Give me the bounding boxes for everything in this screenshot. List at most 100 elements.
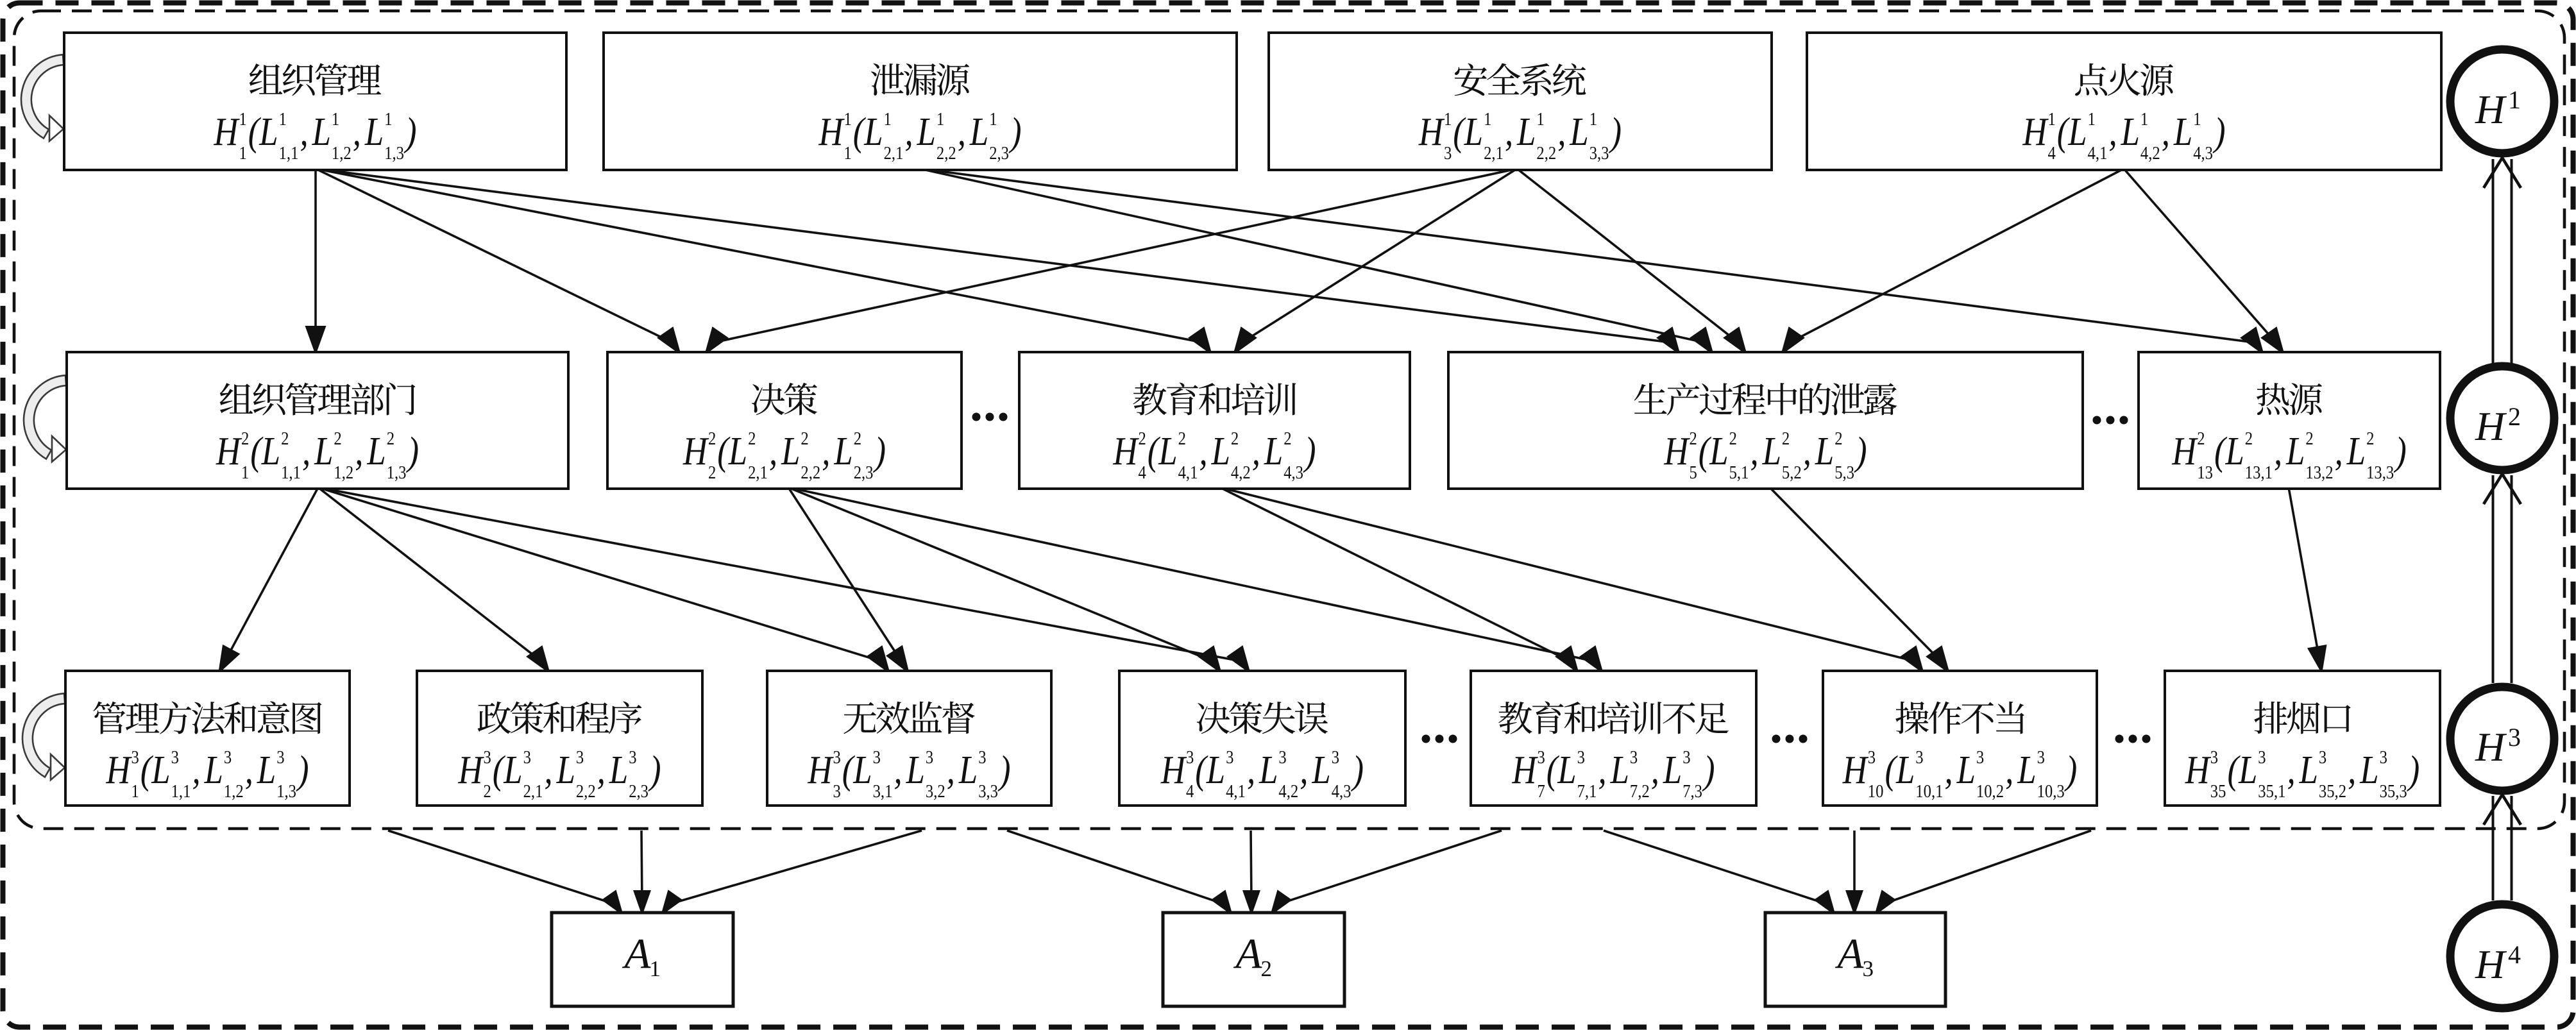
svg-text:2,2: 2,2 bbox=[936, 142, 956, 163]
svg-text:,: , bbox=[2109, 110, 2117, 154]
svg-text:4,2: 4,2 bbox=[1231, 462, 1251, 482]
svg-text:,: , bbox=[597, 748, 606, 792]
svg-text:H: H bbox=[2475, 87, 2507, 132]
svg-text:(: ( bbox=[2214, 430, 2228, 473]
svg-text:2: 2 bbox=[854, 428, 861, 448]
svg-text:,: , bbox=[2335, 430, 2343, 473]
svg-text:L: L bbox=[1815, 430, 1834, 473]
svg-text:1: 1 bbox=[936, 108, 944, 129]
svg-text:4,3: 4,3 bbox=[1332, 781, 1352, 801]
svg-text:2: 2 bbox=[2366, 428, 2374, 448]
svg-text:L: L bbox=[1516, 110, 1536, 154]
svg-text:10,2: 10,2 bbox=[1976, 781, 2004, 801]
svg-text:H: H bbox=[2171, 430, 2198, 473]
svg-text:): ) bbox=[2212, 110, 2225, 154]
svg-text:3: 3 bbox=[978, 747, 986, 767]
svg-text:(: ( bbox=[1195, 748, 1208, 792]
svg-text:5,3: 5,3 bbox=[1835, 462, 1854, 482]
svg-text:3: 3 bbox=[1444, 142, 1452, 163]
svg-text:,: , bbox=[1505, 110, 1513, 154]
svg-text:L: L bbox=[852, 748, 872, 792]
svg-text:3: 3 bbox=[1538, 747, 1545, 767]
svg-text:1: 1 bbox=[989, 108, 997, 129]
svg-text:L: L bbox=[2299, 748, 2318, 792]
svg-text:L: L bbox=[314, 430, 333, 473]
svg-text:1: 1 bbox=[2048, 108, 2056, 129]
svg-text:,: , bbox=[1557, 110, 1566, 154]
svg-text:2: 2 bbox=[708, 462, 716, 482]
svg-text:3,1: 3,1 bbox=[873, 781, 893, 801]
svg-text:L: L bbox=[2359, 748, 2378, 792]
svg-text:,: , bbox=[822, 430, 830, 473]
svg-text:1,3: 1,3 bbox=[384, 142, 404, 163]
svg-text:1,2: 1,2 bbox=[224, 781, 244, 801]
svg-text:1,1: 1,1 bbox=[279, 142, 299, 163]
svg-text:(: ( bbox=[1885, 748, 1899, 792]
svg-text:1: 1 bbox=[131, 781, 139, 801]
svg-text:,: , bbox=[1598, 748, 1607, 792]
svg-text:2,3: 2,3 bbox=[629, 781, 648, 801]
svg-text:): ) bbox=[403, 110, 416, 154]
svg-text:5,2: 5,2 bbox=[1782, 462, 1802, 482]
svg-text:L: L bbox=[1211, 430, 1230, 473]
svg-text:10,3: 10,3 bbox=[2037, 781, 2065, 801]
svg-text:(: ( bbox=[250, 430, 264, 473]
svg-text:2: 2 bbox=[1231, 428, 1239, 448]
svg-text:L: L bbox=[2067, 110, 2087, 154]
svg-text:): ) bbox=[873, 430, 886, 473]
svg-text:13,1: 13,1 bbox=[2245, 462, 2273, 482]
svg-text:H: H bbox=[216, 430, 242, 473]
svg-text:H: H bbox=[2475, 941, 2507, 987]
svg-text:,: , bbox=[353, 110, 361, 154]
svg-text:3: 3 bbox=[523, 747, 531, 767]
svg-text:,: , bbox=[355, 430, 363, 473]
svg-text:,: , bbox=[1300, 748, 1308, 792]
svg-text:1: 1 bbox=[241, 462, 249, 482]
svg-text:3: 3 bbox=[1863, 956, 1874, 981]
svg-text:10,1: 10,1 bbox=[1915, 781, 1943, 801]
svg-text:L: L bbox=[1956, 748, 1976, 792]
svg-text:1: 1 bbox=[2193, 108, 2201, 129]
svg-text:4,3: 4,3 bbox=[1284, 462, 1303, 482]
svg-text:3: 3 bbox=[576, 747, 584, 767]
svg-text:L: L bbox=[261, 430, 280, 473]
svg-text:7,3: 7,3 bbox=[1682, 781, 1702, 801]
svg-text:3: 3 bbox=[171, 747, 179, 767]
svg-text:10: 10 bbox=[1868, 781, 1884, 801]
svg-text:(: ( bbox=[493, 748, 506, 792]
svg-text:L: L bbox=[2173, 110, 2192, 154]
svg-text:L: L bbox=[969, 110, 988, 154]
svg-text:3: 3 bbox=[1630, 747, 1638, 767]
svg-text:5,1: 5,1 bbox=[1729, 462, 1749, 482]
svg-text:1,2: 1,2 bbox=[334, 462, 353, 482]
svg-text:): ) bbox=[1854, 430, 1867, 473]
svg-text:1: 1 bbox=[332, 108, 339, 129]
svg-text:A: A bbox=[1835, 930, 1865, 977]
svg-text:1,3: 1,3 bbox=[276, 781, 296, 801]
svg-text:2,3: 2,3 bbox=[989, 142, 1009, 163]
svg-text:7,1: 7,1 bbox=[1577, 781, 1597, 801]
svg-text:H: H bbox=[1511, 748, 1538, 792]
svg-text:L: L bbox=[906, 748, 925, 792]
svg-text:H: H bbox=[2185, 748, 2212, 792]
svg-text:,: , bbox=[245, 748, 253, 792]
svg-text:1,2: 1,2 bbox=[332, 142, 352, 163]
svg-text:35,3: 35,3 bbox=[2380, 781, 2407, 801]
svg-text:3: 3 bbox=[131, 747, 139, 767]
svg-text:(: ( bbox=[853, 110, 867, 154]
svg-text:L: L bbox=[366, 430, 386, 473]
svg-text:3: 3 bbox=[1186, 747, 1194, 767]
svg-text:3: 3 bbox=[2258, 747, 2266, 767]
svg-text:H: H bbox=[807, 748, 834, 792]
svg-text:): ) bbox=[1351, 748, 1364, 792]
svg-text:L: L bbox=[151, 748, 170, 792]
svg-text:L: L bbox=[1557, 748, 1576, 792]
svg-text:): ) bbox=[2407, 748, 2419, 792]
svg-text:(: ( bbox=[248, 110, 262, 154]
svg-text:L: L bbox=[728, 430, 747, 473]
svg-text:3: 3 bbox=[2210, 747, 2218, 767]
svg-text:1: 1 bbox=[650, 956, 661, 981]
svg-text:,: , bbox=[1252, 430, 1260, 473]
svg-text:2,1: 2,1 bbox=[884, 142, 904, 163]
svg-text:): ) bbox=[1702, 748, 1715, 792]
